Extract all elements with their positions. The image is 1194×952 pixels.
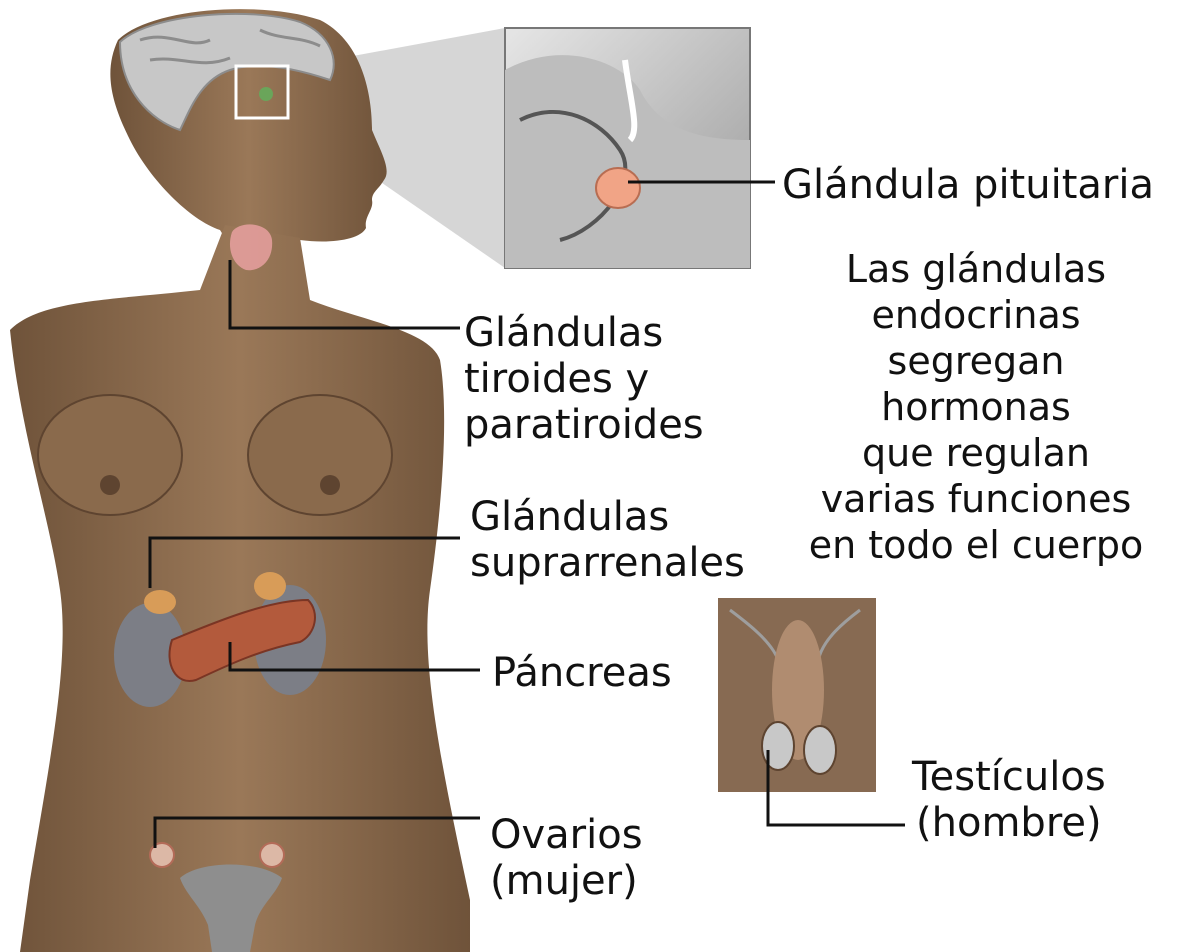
caption-line: que regulan	[790, 430, 1162, 476]
label-glandulas-tiroides: Glándulas tiroides y paratiroides	[464, 310, 704, 448]
pituitary-zoom-panel	[505, 28, 750, 268]
label-line: paratiroides	[464, 402, 704, 448]
label-line: tiroides y	[464, 356, 704, 402]
adrenal-right	[254, 572, 286, 600]
caption-line: segregan	[790, 338, 1162, 384]
label-line: suprarrenales	[470, 540, 745, 586]
label-line: Glándulas	[464, 310, 704, 356]
ovary-right	[260, 843, 284, 867]
adrenal-left	[144, 590, 176, 614]
caption-line: endocrinas	[790, 292, 1162, 338]
caption-line: hormonas	[790, 384, 1162, 430]
label-line: (hombre)	[912, 800, 1106, 846]
caption-line: en todo el cuerpo	[790, 522, 1162, 568]
label-line: Ovarios	[490, 812, 643, 858]
label-line: Glándulas	[470, 494, 745, 540]
label-line: Páncreas	[492, 650, 672, 696]
label-ovarios: Ovarios (mujer)	[490, 812, 643, 904]
caption-line: Las glándulas	[790, 246, 1162, 292]
testicle-right	[804, 726, 836, 774]
label-line: (mujer)	[490, 858, 643, 904]
label-testiculos: Testículos (hombre)	[912, 754, 1106, 846]
label-line: Testículos	[912, 754, 1106, 800]
label-glandula-pituitaria: Glándula pituitaria	[782, 162, 1154, 208]
caption-text: Las glándulas endocrinas segregan hormon…	[790, 246, 1162, 568]
label-pancreas: Páncreas	[492, 650, 672, 696]
caption-line: varias funciones	[790, 476, 1162, 522]
testicles-panel	[718, 598, 876, 792]
label-line: Glándula pituitaria	[782, 162, 1154, 208]
label-glandulas-suprarrenales: Glándulas suprarrenales	[470, 494, 745, 586]
